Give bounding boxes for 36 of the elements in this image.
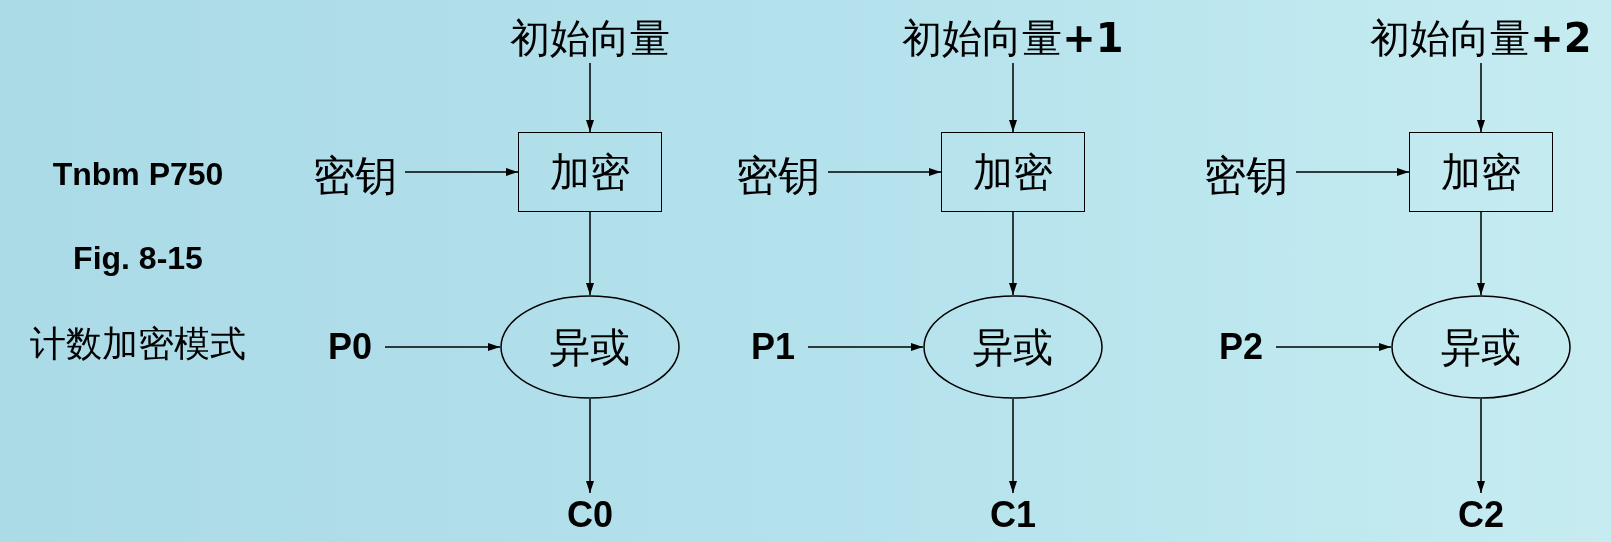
note-label: 计数加密模式 (30, 326, 246, 362)
output-label: C0 (567, 497, 613, 533)
arrow (1009, 211, 1017, 296)
arrow (827, 168, 942, 176)
arrow (586, 211, 594, 296)
input-label: 初始向量+1 (902, 18, 1124, 58)
input-label: 密钥 (313, 155, 397, 197)
input-label: P1 (750, 329, 795, 365)
arrow (1009, 62, 1017, 133)
arrow (384, 343, 501, 351)
input-label: 初始向量 (510, 18, 670, 58)
arrow (1477, 62, 1485, 133)
process-box: 加密 (941, 132, 1085, 212)
input-label: 初始向量+2 (1370, 18, 1592, 58)
xor-ellipse: 异或 (923, 295, 1103, 399)
arrow (1477, 398, 1485, 494)
output-label: C2 (1458, 497, 1504, 533)
input-label: 密钥 (1204, 155, 1288, 197)
arrow (807, 343, 924, 351)
process-box: 加密 (518, 132, 662, 212)
input-label: P0 (327, 329, 372, 365)
arrow (1275, 343, 1392, 351)
arrow (586, 398, 594, 494)
arrow (1477, 211, 1485, 296)
note-label: Fig. 8-15 (73, 242, 203, 274)
arrow (1009, 398, 1017, 494)
note-label: Tnbm P750 (52, 158, 224, 190)
input-label: 密钥 (736, 155, 820, 197)
xor-ellipse: 异或 (500, 295, 680, 399)
xor-ellipse: 异或 (1391, 295, 1571, 399)
process-box: 加密 (1409, 132, 1553, 212)
arrow (404, 168, 519, 176)
output-label: C1 (990, 497, 1036, 533)
arrow (586, 62, 594, 133)
arrow (1295, 168, 1410, 176)
input-label: P2 (1218, 329, 1263, 365)
